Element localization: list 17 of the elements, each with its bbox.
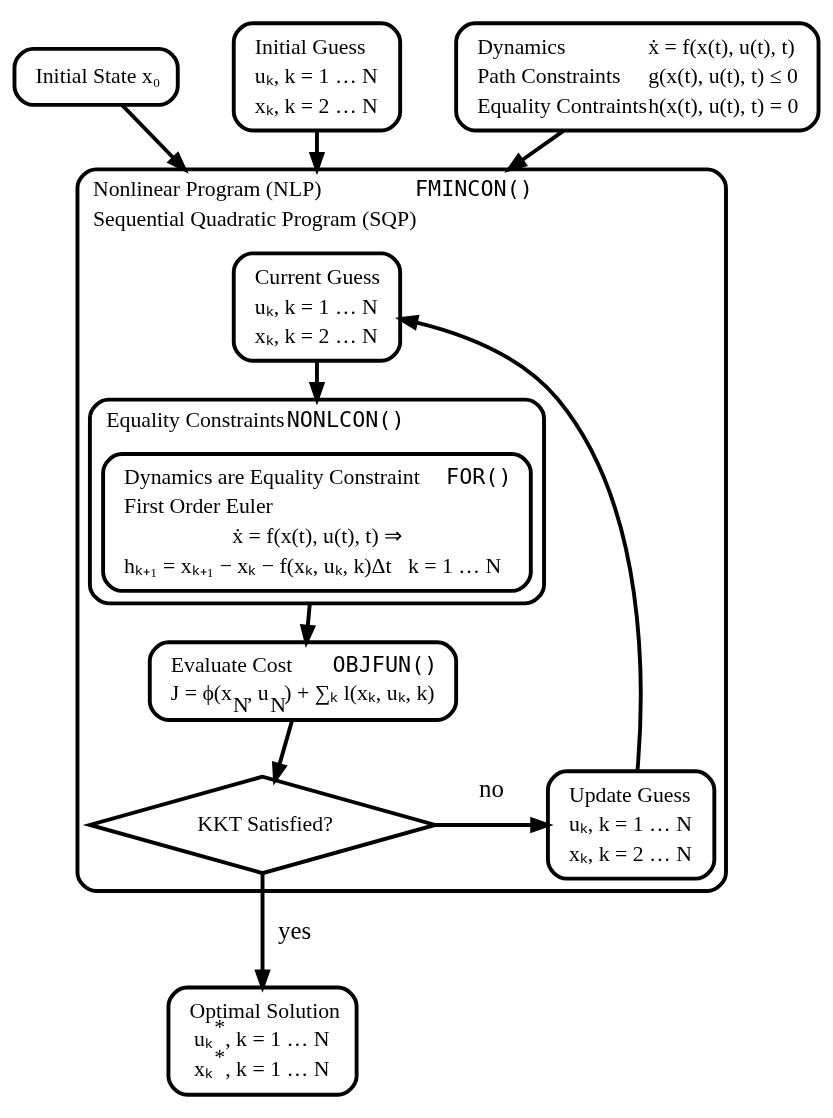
arrow bbox=[254, 873, 271, 993]
node-box: Initial State x₀ bbox=[12, 46, 180, 107]
arrow bbox=[308, 361, 326, 406]
arrow bbox=[271, 719, 294, 786]
arrow bbox=[120, 103, 189, 174]
arrow bbox=[308, 131, 326, 176]
arrow bbox=[504, 129, 565, 173]
node-box: Current Guess uₖ, k = 1 … N xₖ, k = 2 … N bbox=[231, 251, 403, 363]
node-box: Dynamics are Equality Constraint FOR() First Order Euler ẋ = f(x(t), u(t), t) ⇒ hₖ₊₁ = xₖ₊₁ − xₖ − f(xₖ, uₖ, k)Δt k = 1 … N bbox=[101, 452, 533, 593]
node-box: Update Guess uₖ, k = 1 … N xₖ, k = 2 … N bbox=[545, 769, 717, 881]
arrow bbox=[394, 314, 643, 772]
node-box: Dynamics ẋ = f(x(t), u(t), t) Path Constraints g(x(t), u(t), t) ≤ 0 Equality Contraintsh(x(t), u(t), t) = 0 bbox=[454, 21, 821, 133]
arrow bbox=[435, 816, 554, 834]
edge-label: yes bbox=[278, 916, 312, 944]
edge-label: no bbox=[479, 774, 504, 802]
node-box: Initial Guess uₖ, k = 1 … N xₖ, k = 2 … N bbox=[231, 21, 403, 133]
arrow bbox=[299, 603, 317, 648]
